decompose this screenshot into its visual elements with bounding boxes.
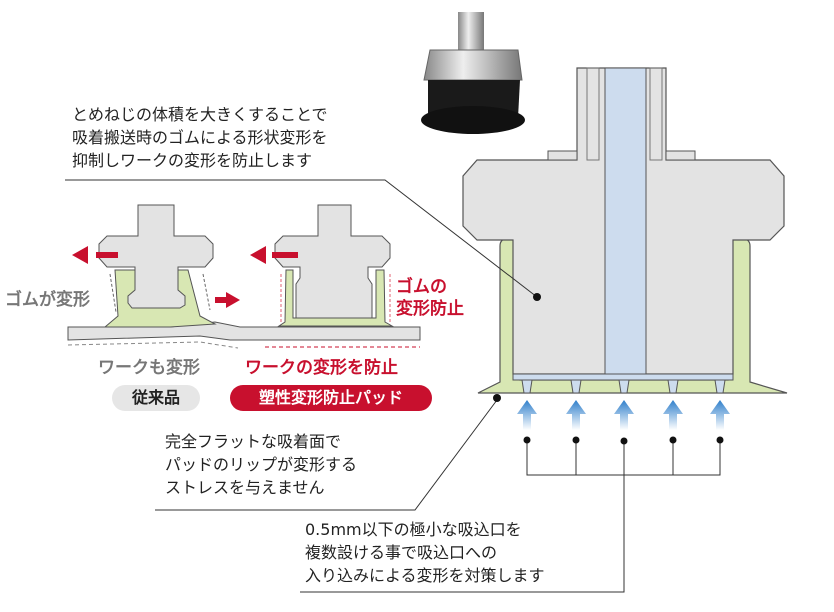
suction-arrow	[710, 400, 730, 430]
leader-lines	[65, 179, 721, 593]
suction-arrows	[517, 400, 730, 430]
conventional-pad	[72, 204, 240, 328]
callout-middle: 完全フラットな吸着面でパッドのリップが変形するストレスを与えません	[165, 430, 357, 499]
callout-line: 完全フラットな吸着面で	[165, 432, 342, 451]
callout-line: 入り込みによる変形を対策します	[305, 566, 545, 585]
callout-line: 複数設ける事で吸込口への	[305, 543, 498, 562]
work-protect-label: ワークの変形を防止	[245, 358, 398, 378]
callout-line: 0.5mm以下の極小な吸込口を	[305, 520, 522, 539]
callout-line: とめねじの体積を大きくすることで	[72, 105, 328, 124]
suction-arrow	[614, 400, 634, 430]
callout-line: ストレスを与えません	[165, 478, 325, 497]
callout-line: 吸着搬送時のゴムによる形状変形を	[72, 128, 328, 147]
callout-bottom: 0.5mm以下の極小な吸込口を複数設ける事で吸込口への入り込みによる変形を対策し…	[305, 518, 545, 587]
rubber-protect-label-2: 変形防止	[396, 299, 464, 319]
leader-dots	[493, 293, 724, 445]
suction-arrow	[566, 400, 586, 430]
callout-line: パッドのリップが変形する	[165, 455, 358, 474]
callout-line: 抑制しワークの変形を防止します	[72, 151, 313, 170]
rubber-protect-label-1: ゴムの	[396, 277, 447, 297]
callout-top: とめねじの体積を大きくすることで吸着搬送時のゴムによる形状変形を抑制しワークの変…	[72, 103, 328, 172]
work-deform-label: ワークも変形	[98, 358, 200, 378]
conventional-badge: 従来品	[112, 385, 200, 411]
new-pad-badge: 塑性変形防止パッド	[230, 385, 432, 411]
anti-deformation-pad	[250, 204, 394, 327]
product-photo	[421, 12, 525, 134]
pad-cross-section	[462, 67, 788, 394]
rubber-deform-label: ゴムが変形	[5, 290, 90, 310]
suction-arrow	[517, 400, 537, 430]
suction-arrow	[663, 400, 683, 430]
